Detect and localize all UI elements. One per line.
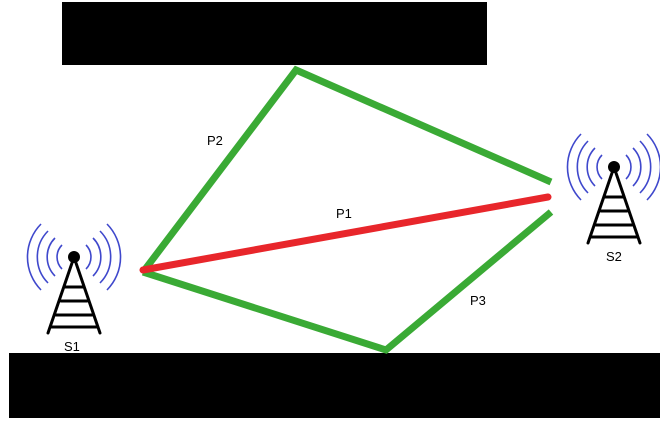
radio-tower-icon — [586, 161, 642, 245]
path-p3-line — [141, 209, 554, 354]
path-p2-line — [140, 65, 553, 275]
path-p3-label: P3 — [470, 293, 486, 308]
signal-waves-icon — [566, 133, 660, 201]
radio-tower-icon — [46, 251, 102, 335]
station-s1-label: S1 — [64, 339, 80, 354]
redacted-block-top — [62, 2, 487, 65]
path-p2-label: P2 — [207, 133, 223, 148]
path-p1-label: P1 — [336, 206, 352, 221]
path-p1-line — [139, 193, 552, 274]
signal-waves-icon — [26, 223, 122, 291]
station-s2-label: S2 — [606, 249, 622, 264]
redacted-block-bottom — [9, 353, 660, 418]
station-s1: S1 — [26, 223, 122, 354]
station-s2: S2 — [566, 133, 660, 264]
